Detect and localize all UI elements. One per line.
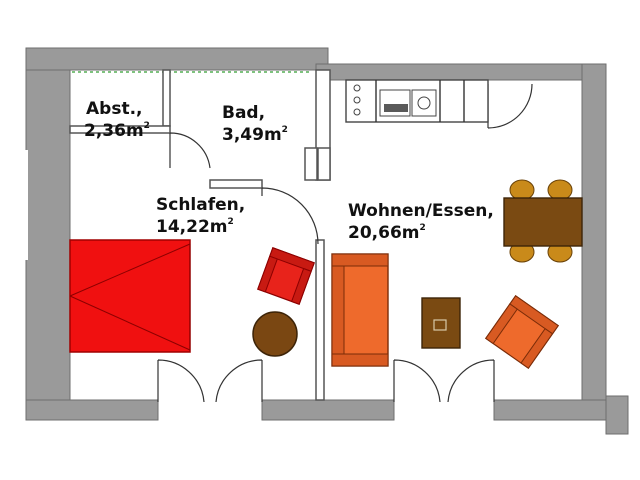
room-name-abst: Abst., <box>86 99 143 119</box>
outer-walls <box>14 47 629 435</box>
label-schlafen: Schlafen, 14,22m2 <box>156 195 245 237</box>
room-area-unit-abst: 2 <box>144 121 150 131</box>
shaft-1 <box>304 147 318 181</box>
interior-walls <box>69 69 331 401</box>
coffee-table-icon <box>421 297 461 349</box>
dining-table-icon <box>503 179 583 263</box>
wall-abst-bad <box>162 69 171 127</box>
armchair-icon <box>257 247 315 305</box>
wall-bad-bottom <box>209 179 263 189</box>
room-name-schlafen: Schlafen, <box>156 195 245 215</box>
left-wall <box>25 47 71 421</box>
svg-text:14,22m2: 14,22m2 <box>156 217 234 237</box>
top-wall-left <box>25 47 329 71</box>
label-abst: Abst., 2,36m2 <box>84 99 150 141</box>
svg-text:2,36m2: 2,36m2 <box>84 121 150 141</box>
balcony-door-right-b[interactable] <box>447 359 495 403</box>
kitchen-counter-icon <box>345 79 489 123</box>
wall-abst-bottom <box>69 125 171 134</box>
room-name-bad: Bad, <box>222 103 265 123</box>
svg-text:20,66m2: 20,66m2 <box>348 223 426 243</box>
room-area-abst: 2,36m <box>84 121 144 141</box>
round-table-icon <box>252 311 298 357</box>
shaft-2 <box>317 147 331 181</box>
room-area-unit-bad: 2 <box>282 125 288 135</box>
armchair-icon <box>484 294 560 370</box>
bed-icon <box>69 239 191 353</box>
room-area-unit-schlafen: 2 <box>228 217 234 227</box>
left-wall-notch <box>14 150 28 260</box>
bottom-wall-left <box>25 399 159 421</box>
door-entrance[interactable] <box>487 83 533 129</box>
label-bad: Bad, 3,49m2 <box>222 103 288 145</box>
balcony-door-left-b[interactable] <box>215 359 263 403</box>
label-wohnen: Wohnen/Essen, 20,66m2 <box>348 201 494 243</box>
door-abst[interactable] <box>169 132 211 169</box>
sofa-icon <box>331 253 389 367</box>
top-wall-right <box>315 63 607 81</box>
bottom-wall-mid <box>261 399 395 421</box>
room-area-bad: 3,49m <box>222 125 282 145</box>
bottom-right-pillar <box>605 395 629 435</box>
wall-schlafen-wohnen <box>315 239 325 401</box>
right-wall <box>581 63 607 419</box>
room-name-wohnen: Wohnen/Essen, <box>348 201 494 221</box>
balcony-door-right-a[interactable] <box>393 359 441 403</box>
room-area-schlafen: 14,22m <box>156 217 228 237</box>
room-area-wohnen: 20,66m <box>348 223 420 243</box>
balcony-door-left-a[interactable] <box>157 359 205 403</box>
door-schlafen[interactable] <box>261 187 319 245</box>
svg-text:3,49m2: 3,49m2 <box>222 125 288 145</box>
room-area-unit-wohnen: 2 <box>420 223 426 233</box>
